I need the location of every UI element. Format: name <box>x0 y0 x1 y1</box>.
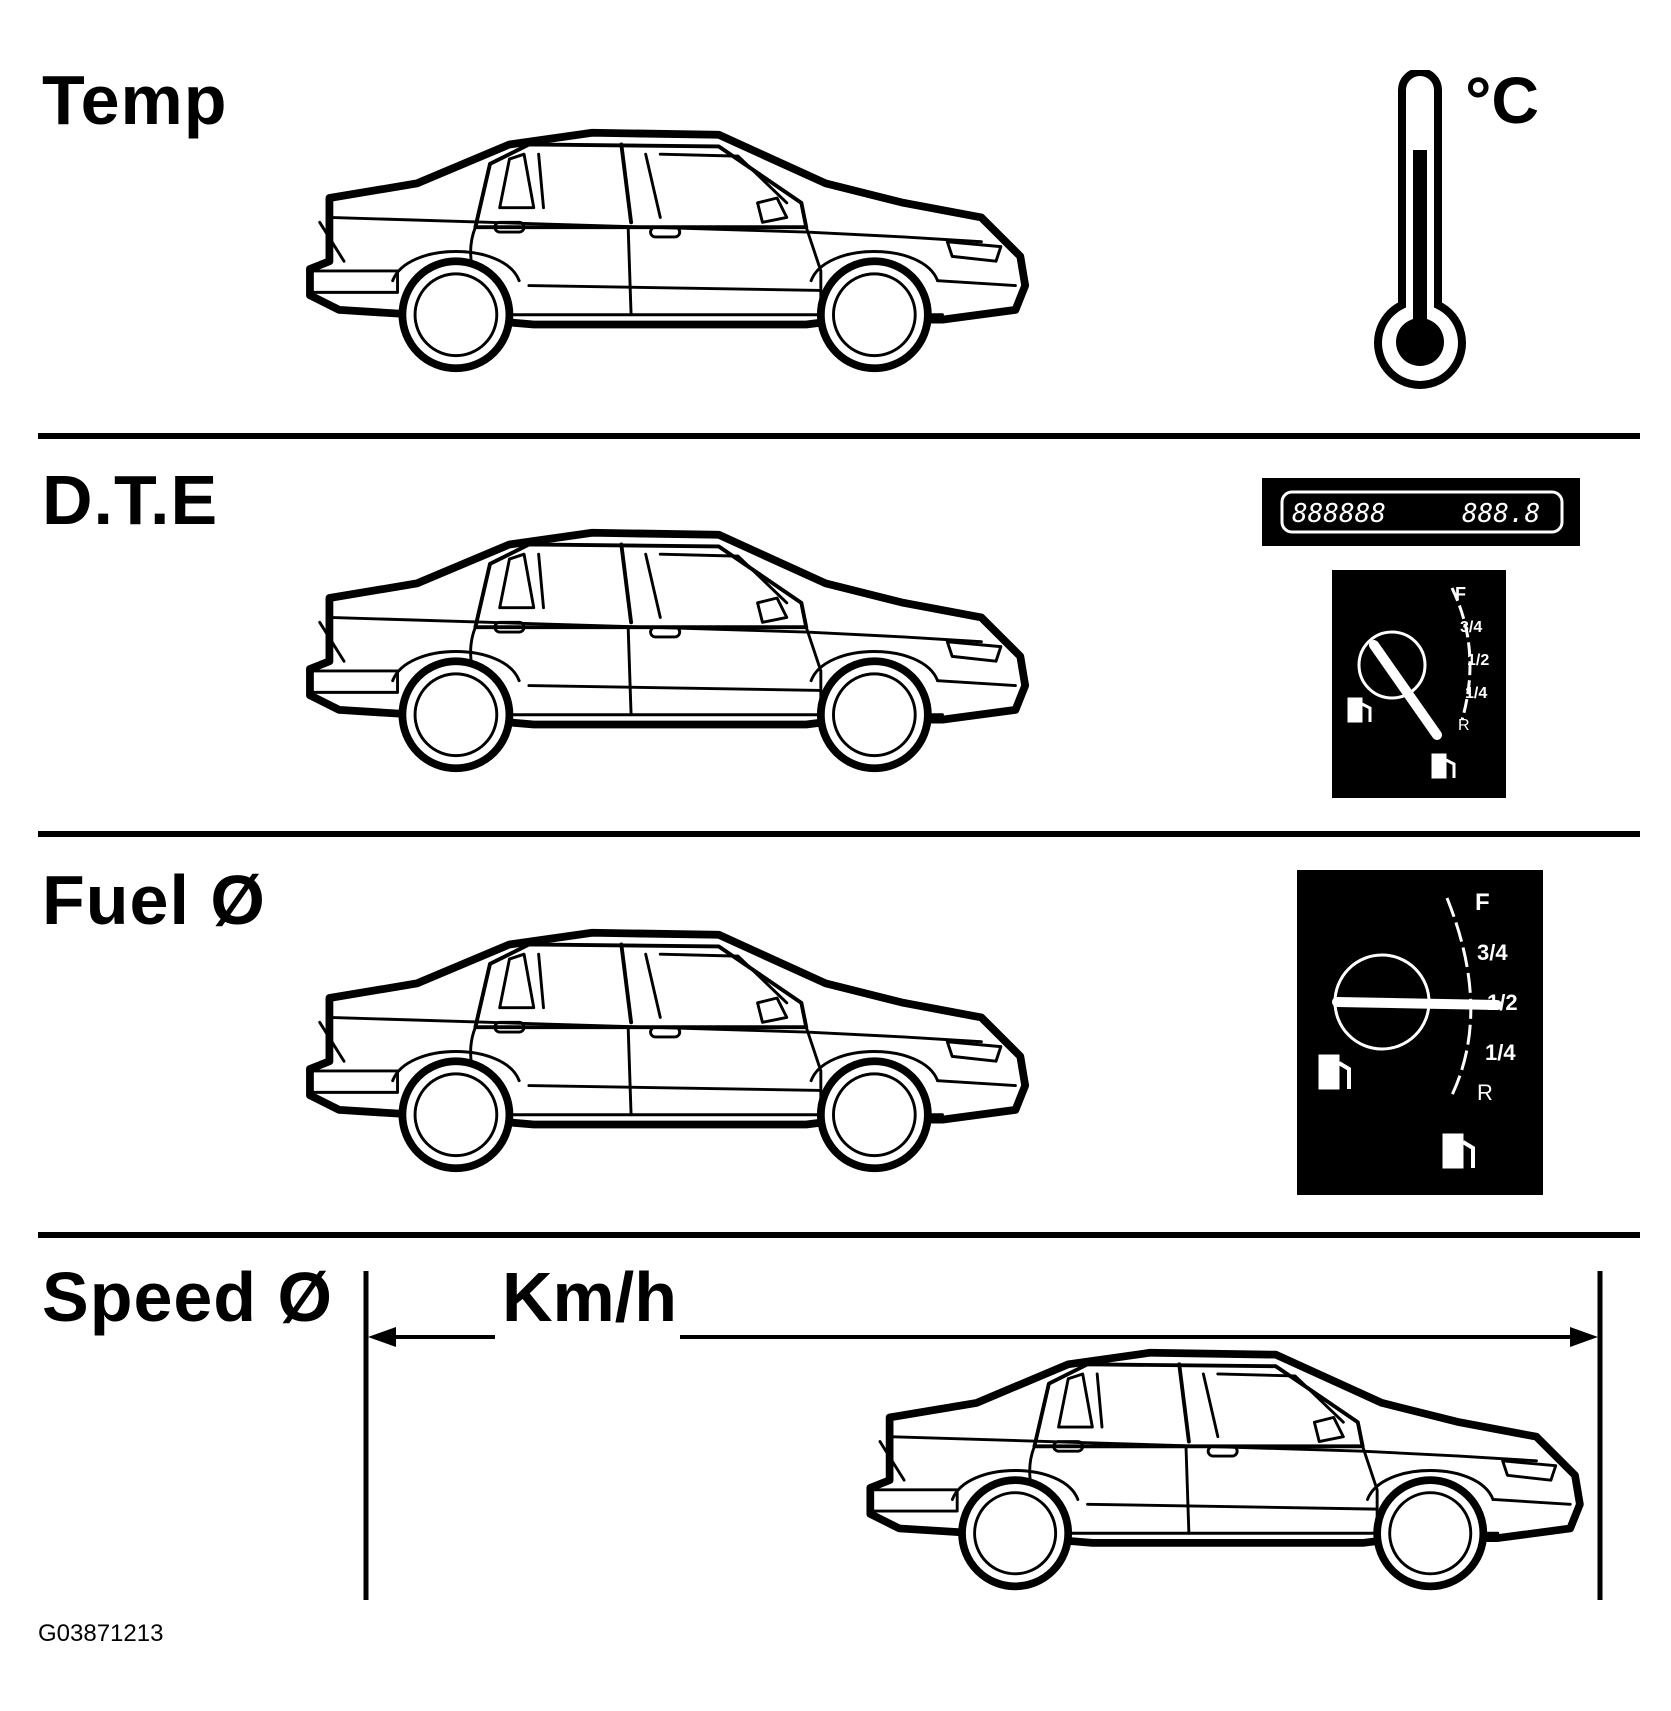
gauge-label-1-4: 1/4 <box>1485 1040 1516 1065</box>
section-divider <box>38 433 1640 439</box>
fuel-pump-icon <box>1431 753 1456 779</box>
gauge-label-1-4: 1/4 <box>1465 685 1487 702</box>
thermometer-icon <box>1374 70 1466 389</box>
gauge-label-r: R <box>1458 717 1470 734</box>
car-icon <box>300 525 1040 778</box>
lcd-trip-value: 888.8 <box>1462 499 1540 529</box>
fuel-pump-icon <box>1442 1133 1475 1169</box>
lcd-display: 888888 888.8 <box>1262 478 1580 546</box>
fuel-pump-icon <box>1347 697 1372 723</box>
gauge-label-r: R <box>1477 1080 1493 1105</box>
section-divider <box>38 1232 1640 1238</box>
temperature-unit: °C <box>1465 63 1540 137</box>
car-icon <box>300 125 1040 378</box>
fuel-gauge-icon: F 3/4 1/2 1/4 R <box>1297 870 1543 1195</box>
lcd-odometer-value: 888888 <box>1292 499 1386 529</box>
section-title-fuel: Fuel Ø <box>42 861 266 939</box>
fuel-gauge-icon: F 3/4 1/2 1/4 R <box>1332 570 1506 798</box>
fuel-pump-icon <box>1318 1054 1351 1090</box>
section-title-speed: Speed Ø <box>42 1258 333 1336</box>
gauge-label-1-2: 1/2 <box>1467 652 1489 669</box>
section-title-dte: D.T.E <box>42 461 219 539</box>
section-title-temp: Temp <box>42 61 228 139</box>
car-icon <box>300 925 1040 1178</box>
gauge-label-f: F <box>1455 584 1466 604</box>
car-icon <box>860 1345 1595 1596</box>
gauge-label-3-4: 3/4 <box>1477 940 1508 965</box>
gauge-label-3-4: 3/4 <box>1460 619 1482 636</box>
speed-unit: Km/h <box>502 1258 677 1336</box>
section-divider <box>38 831 1640 837</box>
gauge-label-f: F <box>1475 889 1490 916</box>
gauge-label-1-2: 1/2 <box>1487 990 1518 1015</box>
dimension-arrow <box>363 1271 1603 1600</box>
figure-code: G03871213 <box>38 1620 164 1647</box>
